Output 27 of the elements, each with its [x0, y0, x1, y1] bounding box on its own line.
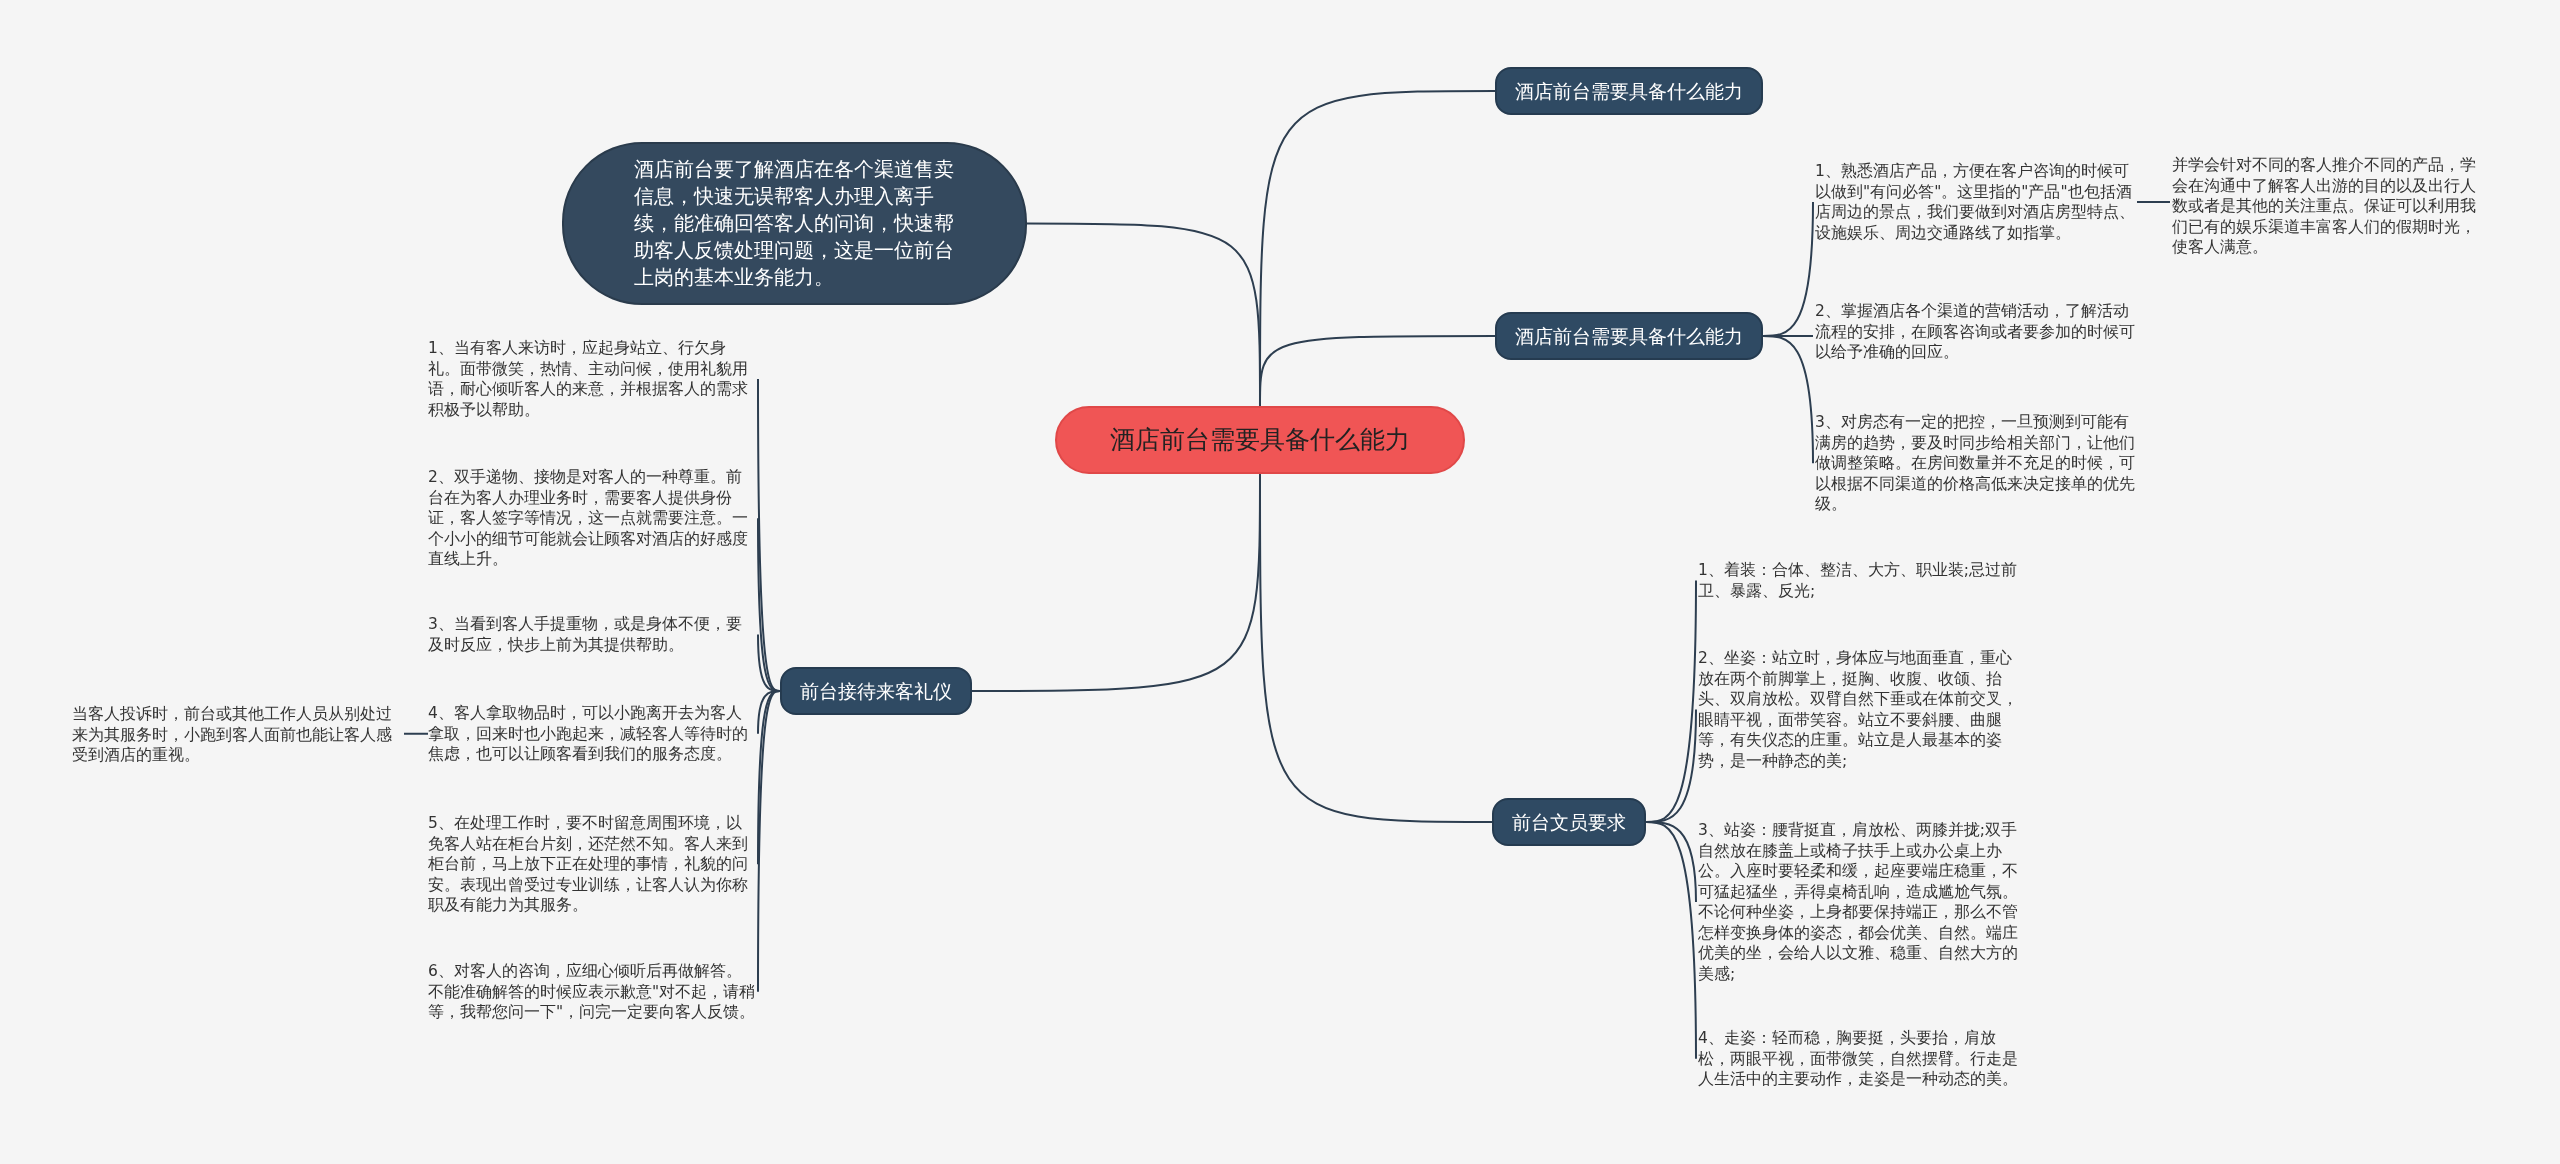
topic-box: 前台文员要求 — [1492, 798, 1646, 846]
connector — [403, 732, 429, 735]
note-text: 4、客人拿取物品时，可以小跑离开去为客人拿取，回来时也小跑起来，减轻客人等待时的焦虑，也可以让顾客看到我们的服务态度。 — [428, 703, 756, 765]
note-text: 3、当看到客人手提重物，或是身体不便，要及时反应，快步上前为其提供帮助。 — [428, 614, 756, 655]
note-text: 2、掌握酒店各个渠道的营销活动，了解活动流程的安排，在顾客咨询或者要参加的时候可以给予准确的回应。 — [1815, 301, 2137, 363]
topic-box: 前台接待来客礼仪 — [780, 667, 972, 715]
connector — [757, 690, 781, 993]
central-topic: 酒店前台需要具备什么能力 — [1055, 406, 1465, 474]
note-text: 3、对房态有一定的把控，一旦预测到可能有满房的趋势，要及时同步给相关部门，让他们做调整策略。在房间数量并不充足的时候，可以根据不同渠道的价格高低来决定接单的优先级。 — [1815, 412, 2137, 515]
note-text: 1、熟悉酒店产品，方便在客户咨询的时候可以做到"有问必答"。这里指的"产品"也包括酒店周边的景点，我们要做到对酒店房型特点、设施娱乐、周边交通路线了如指掌。 — [1815, 161, 2137, 243]
note-text: 1、当有客人来访时，应起身站立、行欠身礼。面带微笑，热情、主动问候，使用礼貌用语，耐心倾听客人的来意，并根据客人的需求积极予以帮助。 — [428, 338, 756, 420]
connector — [1762, 335, 1814, 465]
connector — [1645, 821, 1697, 1060]
note-text: 1、着装：合体、整洁、大方、职业装;忌过前卫、暴露、反光; — [1698, 560, 2020, 601]
note-text: 2、坐姿：站立时，身体应与地面垂直，重心放在两个前脚掌上，挺胸、收腹、收颌、抬头、双肩放松。双臂自然下垂或在体前交叉，眼睛平视，面带笑容。站立不要斜腰、曲腿等，有失仪态的庄重。站立是人最基本的姿势，是一种静态的美; — [1698, 648, 2020, 771]
connector — [2136, 201, 2171, 203]
connector — [1259, 335, 1496, 407]
topic-box: 酒店前台需要具备什么能力 — [1495, 67, 1763, 115]
note-text: 6、对客人的咨询，应细心倾听后再做解答。不能准确解答的时候应表示歉意"对不起，请稍等，我帮您问一下"，问完一定要向客人反馈。 — [428, 961, 756, 1023]
note-text: 3、站姿：腰背挺直，肩放松、两膝并拢;双手自然放在膝盖上或椅子扶手上或办公桌上办公。入座时要轻柔和缓，起座要端庄稳重，不可猛起猛坐，弄得桌椅乱响，造成尴尬气氛。不论何种坐姿，上身都要保持端正，那么不管怎样变换身体的姿态，都会优美、自然。端庄优美的坐，会给人以文雅、稳重、自然大方的美感; — [1698, 820, 2020, 984]
note-text: 2、双手递物、接物是对客人的一种尊重。前台在为客人办理业务时，需要客人提供身份证，客人签字等情况，这一点就需要注意。一个小小的细节可能就会让顾客对酒店的好感度直线上升。 — [428, 467, 756, 570]
topic-box: 酒店前台需要具备什么能力 — [1495, 312, 1763, 360]
topic-bubble: 酒店前台要了解酒店在各个渠道售卖信息，快速无误帮客人办理入离手续，能准确回答客人的问询，快速帮助客人反馈处理问题，这是一位前台上岗的基本业务能力。 — [562, 142, 1027, 305]
note-text: 并学会针对不同的客人推介不同的产品，学会在沟通中了解客人出游的目的以及出行人数或者是其他的关注重点。保证可以利用我们已有的娱乐渠道丰富客人们的假期时光，使客人满意。 — [2172, 155, 2490, 258]
note-text: 4、走姿：轻而稳，胸要挺，头要抬，肩放松，两眼平视，面带微笑，自然摆臂。行走是人生活中的主要动作，走姿是一种动态的美。 — [1698, 1028, 2020, 1090]
note-text: 当客人投诉时，前台或其他工作人员从别处过来为其服务时，小跑到客人面前也能让客人感受到酒店的重视。 — [72, 704, 402, 766]
note-text: 5、在处理工作时，要不时留意周围环境，以免客人站在柜台片刻，还茫然不知。客人来到柜台前，马上放下正在处理的事情，礼貌的问安。表现出曾受过专业训练，让客人认为你称职及有能力为其服务。 — [428, 813, 756, 916]
